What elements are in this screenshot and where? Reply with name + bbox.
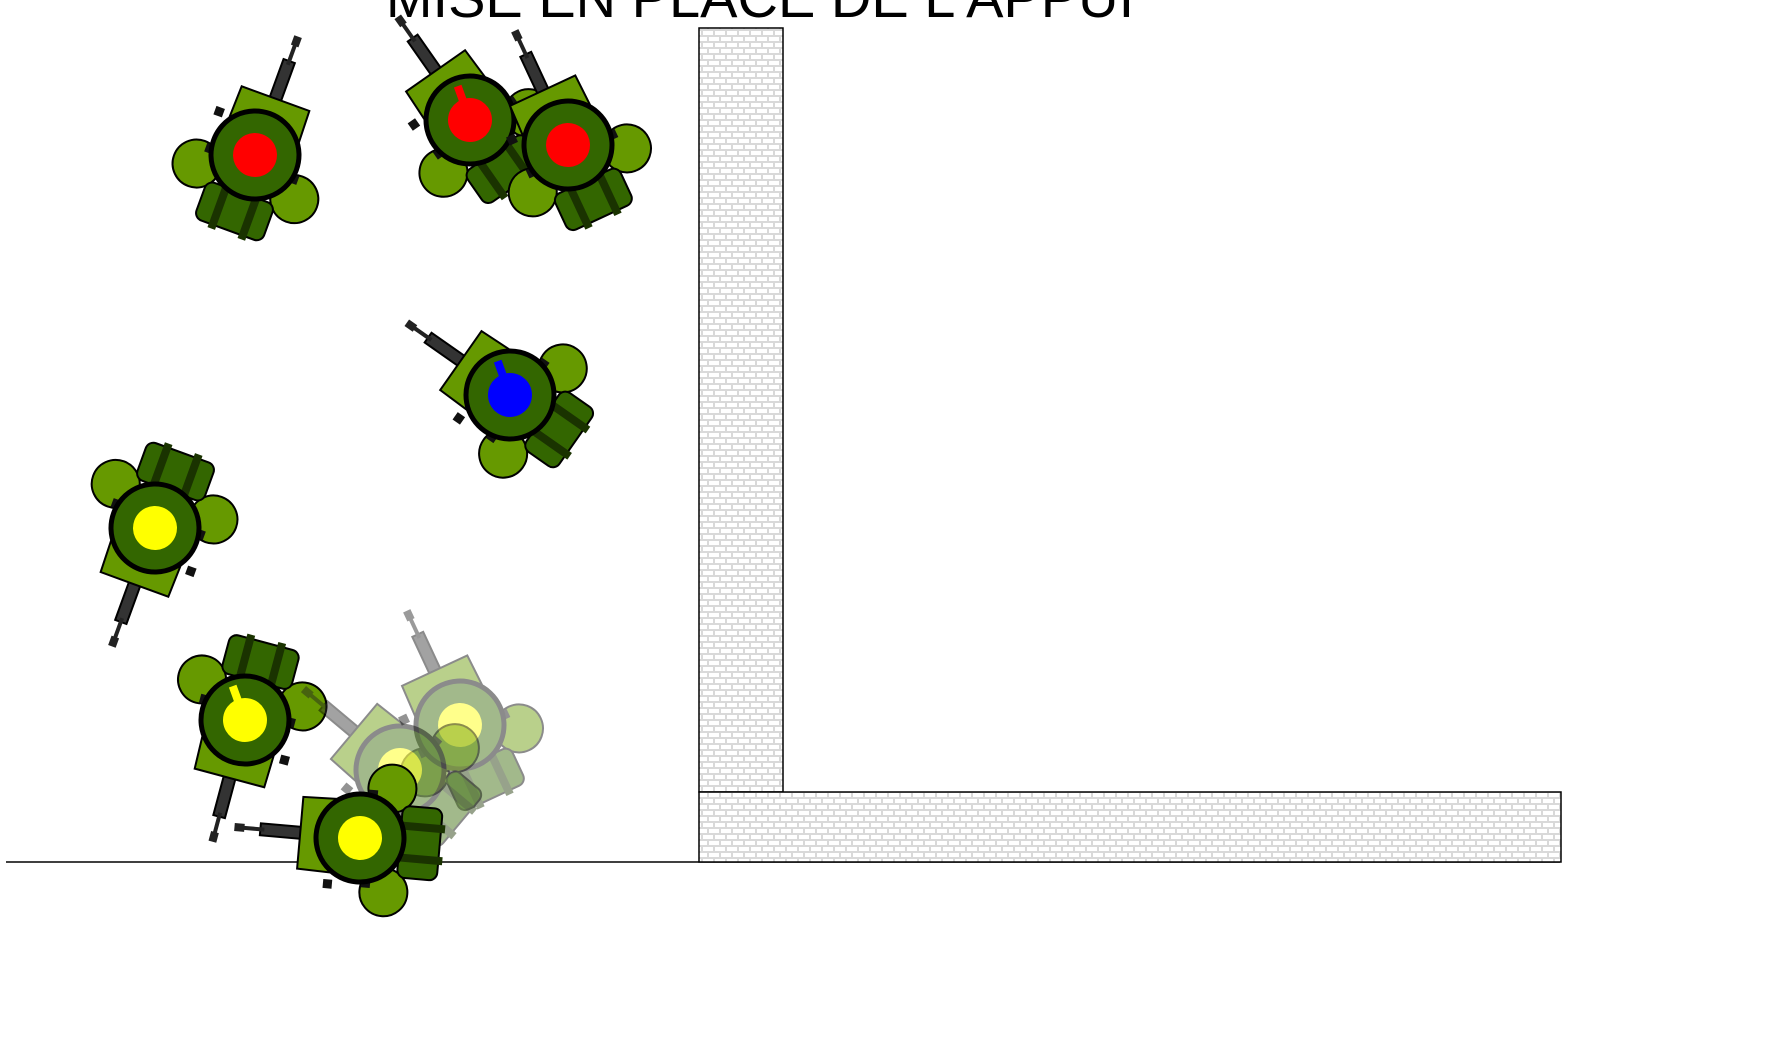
soldier-red-1	[155, 11, 370, 260]
diagram-title: MISE EN PLACE DE L'APPUI	[0, 0, 1520, 26]
soldier-yellow-1	[40, 423, 255, 672]
horizontal-wall	[699, 792, 1561, 862]
vertical-wall	[699, 28, 783, 792]
soldiers-layer	[40, 0, 672, 921]
soldier-blue-1	[363, 260, 622, 505]
